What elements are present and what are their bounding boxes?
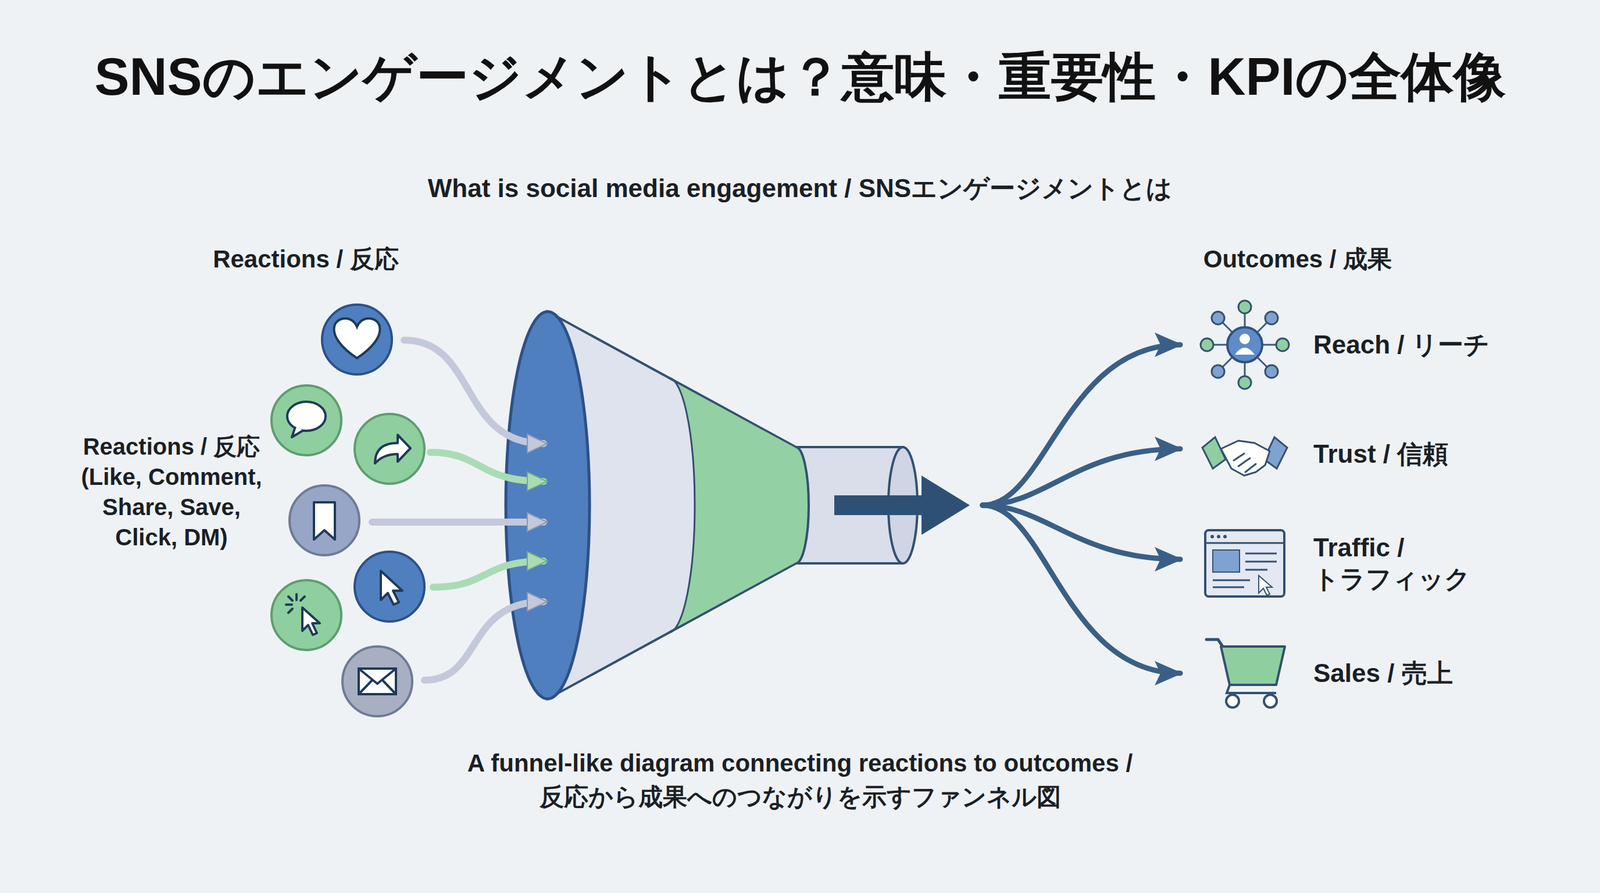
reach-icon — [1200, 338, 1214, 352]
share-icon — [354, 413, 425, 484]
branch-arrow — [982, 505, 1181, 674]
outcome-label: Traffic / トラフィック — [1313, 531, 1488, 595]
column-heading: Reactions / 反応 — [131, 244, 481, 275]
traffic-icon — [1258, 575, 1273, 596]
sales-icon — [1226, 694, 1239, 708]
reaction-list: Reactions / 反応 (Like, Comment, Share, Sa… — [72, 431, 271, 553]
reach-icon — [1238, 300, 1252, 314]
output-arrow — [921, 475, 970, 535]
reach-icon — [1265, 365, 1278, 378]
outcome-label: Sales / 売上 — [1313, 657, 1575, 689]
traffic-icon — [1205, 542, 1285, 545]
click-icon — [354, 551, 425, 622]
sales-icon — [1220, 646, 1285, 685]
diagram-caption: A funnel-like diagram connecting reactio… — [334, 746, 1266, 814]
branch-arrows — [982, 344, 1181, 674]
outcome-label: Reach / リーチ — [1313, 329, 1575, 361]
outcome-label: Trust / 信頼 — [1313, 438, 1575, 470]
tap-icon — [286, 594, 305, 613]
funnel-mouth — [505, 311, 590, 699]
share-icon — [375, 434, 411, 464]
save-icon — [313, 502, 335, 540]
comment-icon — [271, 385, 342, 456]
reach-icon — [1227, 327, 1263, 363]
reach-icon — [1234, 347, 1255, 355]
click-icon — [380, 570, 403, 605]
reach-icon — [1211, 365, 1225, 378]
output-arrow — [834, 475, 970, 535]
reach-icon — [1211, 311, 1225, 325]
traffic-icon — [1205, 530, 1285, 597]
trust-icon — [1202, 437, 1288, 476]
subtitle: What is social media engagement / SNSエンゲ… — [218, 172, 1382, 205]
save-icon — [289, 485, 360, 556]
reach-icon — [1265, 311, 1278, 325]
tap-icon — [271, 580, 342, 650]
input-arrow — [424, 601, 544, 681]
click-icon — [354, 551, 425, 622]
dm-icon — [342, 646, 413, 717]
traffic-icon — [1212, 550, 1240, 573]
like-icon — [322, 304, 392, 375]
comment-icon — [287, 401, 326, 431]
input-arrow — [430, 452, 544, 482]
reach-icon — [1238, 376, 1252, 389]
branch-arrow — [982, 344, 1181, 506]
trust-icon — [1220, 440, 1270, 476]
reach-icon — [1200, 300, 1289, 389]
share-icon — [354, 413, 425, 484]
tap-icon — [302, 607, 320, 635]
like-icon — [322, 304, 392, 375]
input-arrows — [372, 340, 544, 681]
save-icon — [289, 485, 360, 556]
diagram-title: SNSのエンゲージメントとは？意味・重要性・KPIの全体像 — [15, 45, 1585, 109]
trust-icon — [1202, 437, 1226, 469]
dm-icon — [342, 646, 413, 717]
traffic-icon — [1216, 534, 1221, 539]
traffic-icon — [1210, 534, 1214, 539]
reach-icon — [1276, 338, 1289, 352]
sales-icon — [1263, 694, 1277, 708]
input-arrow — [404, 340, 544, 444]
funnel-band — [668, 377, 809, 633]
branch-arrow — [982, 505, 1181, 560]
traffic-icon — [1205, 530, 1285, 597]
trust-icon — [1233, 453, 1256, 473]
comment-icon — [271, 385, 342, 456]
sales-icon — [1206, 639, 1285, 708]
output-arrow — [834, 495, 923, 516]
sales-icon — [1226, 684, 1277, 694]
tap-icon — [271, 580, 342, 650]
dm-icon — [358, 668, 396, 695]
branch-arrow — [982, 448, 1181, 506]
dm-icon — [358, 668, 396, 695]
column-heading: Outcomes / 成果 — [1123, 244, 1473, 275]
reach-icon — [1239, 333, 1250, 345]
comment-icon — [291, 426, 304, 438]
reach-icon — [1206, 306, 1283, 383]
traffic-icon — [1223, 534, 1227, 539]
like-icon — [334, 318, 381, 359]
input-arrow — [433, 561, 544, 588]
input-arrow — [372, 518, 544, 526]
